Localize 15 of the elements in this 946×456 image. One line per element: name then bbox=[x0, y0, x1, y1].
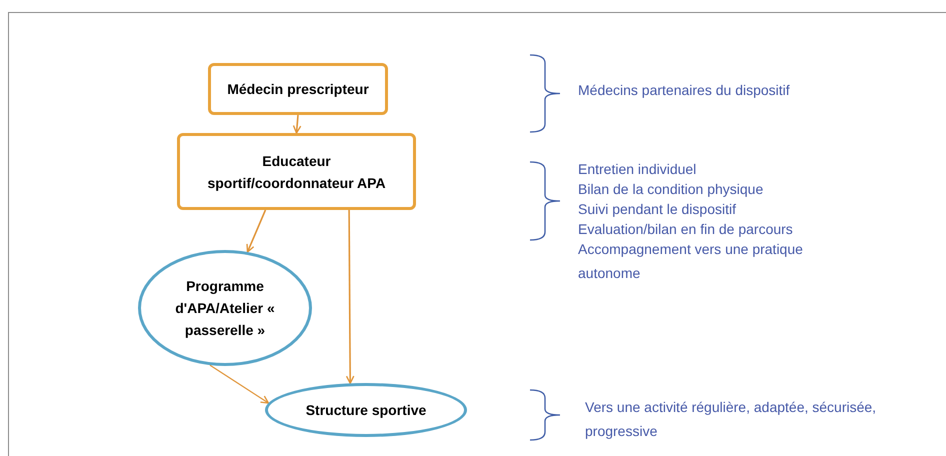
process-box: Médecin prescripteur bbox=[208, 63, 388, 115]
process-box: Educateur sportif/coordonnateur APA bbox=[177, 133, 416, 210]
annotation-text: Vers une activité régulière, adaptée, sécurisée, progressive bbox=[585, 398, 878, 441]
arrow bbox=[210, 364, 270, 404]
ellipse-node: Structure sportive bbox=[265, 383, 467, 437]
arrow bbox=[346, 210, 354, 384]
ellipse-node: Programme d'APA/Atelier « passerelle » bbox=[138, 250, 312, 366]
arrow bbox=[292, 114, 302, 134]
annotation-text: Entretien individuel bbox=[578, 160, 698, 179]
annotation-text: Evaluation/bilan en fin de parcours bbox=[578, 220, 794, 239]
annotation-text: Accompagnement vers une pratique autonome bbox=[578, 240, 804, 283]
annotation-text: Médecins partenaires du dispositif bbox=[578, 81, 791, 100]
annotation-text: Bilan de la condition physique bbox=[578, 180, 764, 199]
annotation-text: Suivi pendant le dispositif bbox=[578, 200, 737, 219]
arrow bbox=[246, 210, 266, 253]
